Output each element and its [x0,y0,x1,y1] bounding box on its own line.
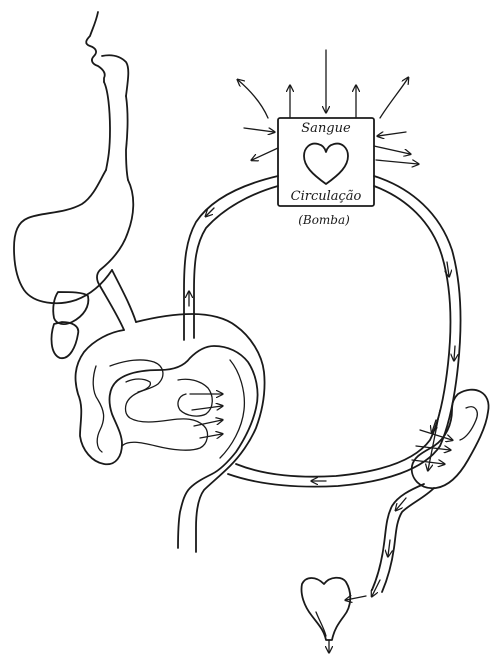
stomach [14,170,133,303]
box-bottom-label: Circulação [291,189,362,204]
kidney [412,390,489,489]
bladder [301,578,366,652]
ureter [372,484,434,596]
intestine [76,314,265,552]
box-top-label: Sangue [301,121,351,136]
heart-box: Sangue Circulação (Bomba) [278,118,374,227]
heart-icon [304,144,348,184]
box-sub-label: (Bomba) [298,213,350,227]
head-profile [86,12,128,96]
esophagus [104,82,128,180]
